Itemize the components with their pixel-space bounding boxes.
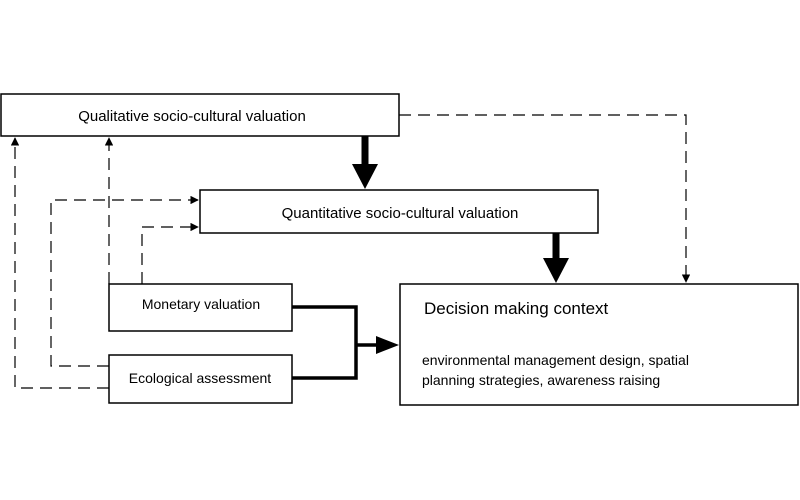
qualitative-valuation-box: Qualitative socio-cultural valuation xyxy=(0,93,400,137)
thick-arrow-quantitative-to-decision xyxy=(543,233,569,283)
decision-context-box: Decision making context environmental ma… xyxy=(399,283,799,406)
quantitative-valuation-box: Quantitative socio-cultural valuation xyxy=(199,189,599,234)
decision-context-line-2: planning strategies, awareness raising xyxy=(422,372,660,388)
dashed-arrow-ecological-to-qualitative-outer xyxy=(10,137,109,389)
dashed-arrow-qualitative-to-decision xyxy=(399,114,691,283)
quantitative-valuation-label: Quantitative socio-cultural valuation xyxy=(282,205,519,222)
qualitative-valuation-label: Qualitative socio-cultural valuation xyxy=(78,108,306,125)
monetary-valuation-box: Monetary valuation xyxy=(108,283,293,332)
ecological-assessment-label: Ecological assessment xyxy=(129,370,272,386)
dashed-arrow-monetary-to-quantitative xyxy=(141,222,199,284)
thick-arrow-qualitative-to-quantitative xyxy=(352,136,378,189)
decision-context-title: Decision making context xyxy=(424,299,609,318)
dashed-arrow-ecological-to-quantitative xyxy=(50,195,199,367)
decision-context-line-1: environmental management design, spatial xyxy=(422,352,689,368)
monetary-valuation-label: Monetary valuation xyxy=(142,296,260,312)
ecological-assessment-box: Ecological assessment xyxy=(108,354,293,404)
thick-arrow-monetary-ecological-to-decision xyxy=(292,305,399,380)
